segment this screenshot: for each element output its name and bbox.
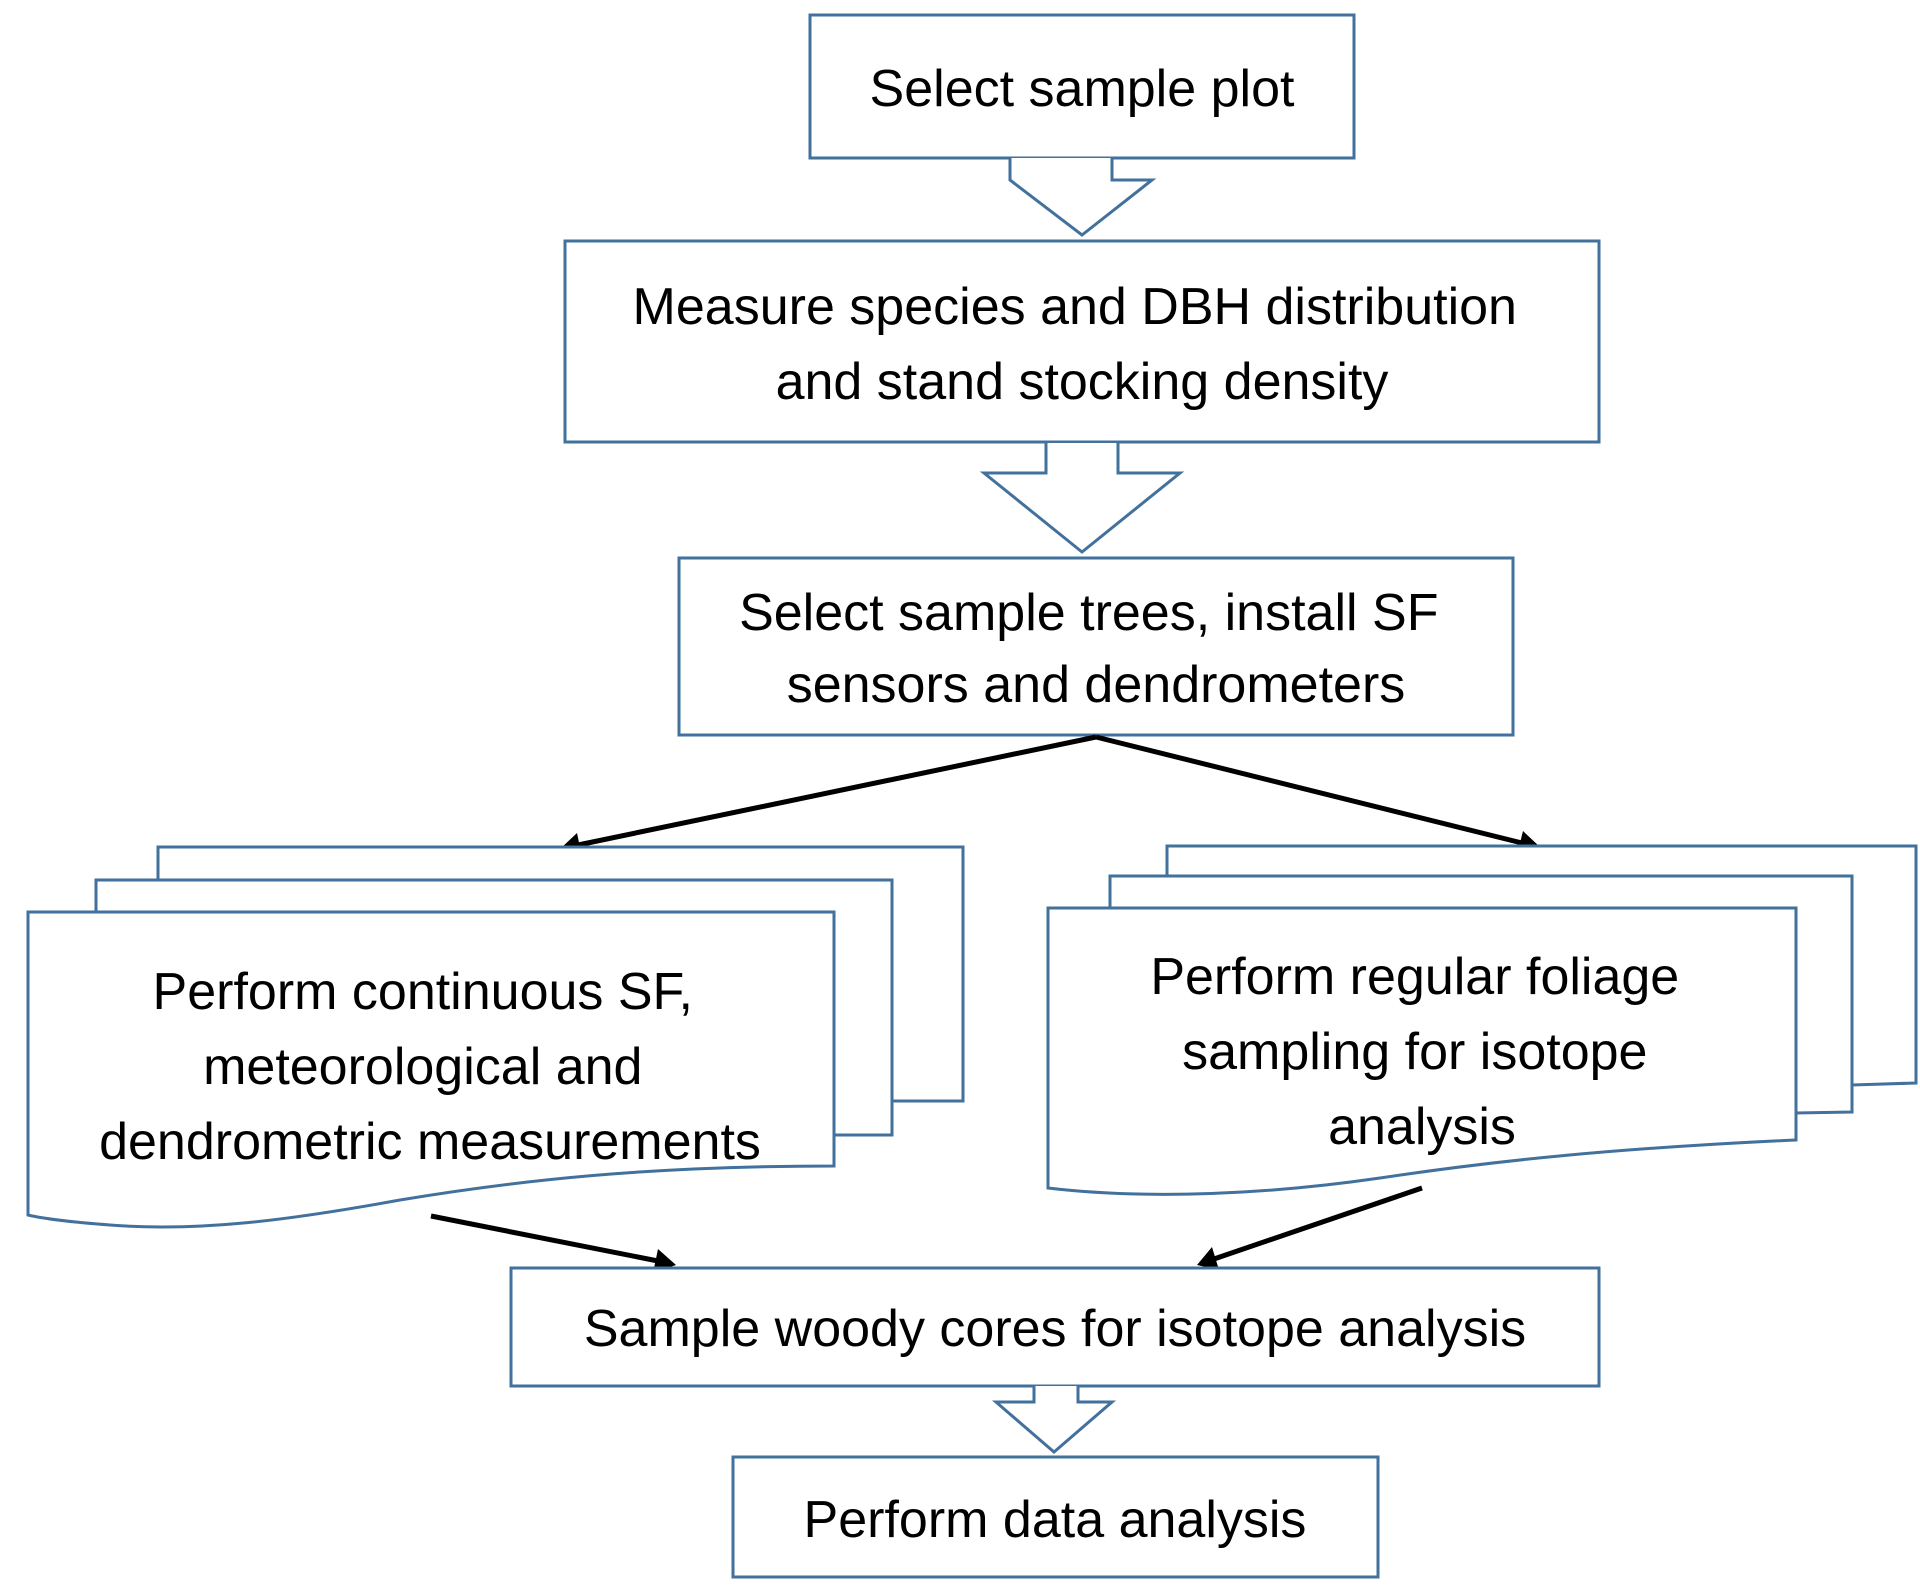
select-trees-text: Select sample trees, install SF sensors … [739, 584, 1453, 714]
woody-cores-text: Sample woody cores for isotope analysis [584, 1300, 1526, 1358]
foliage-line-3: analysis [1328, 1098, 1516, 1156]
hollow-arrow-1 [1008, 158, 1157, 237]
measure-species-text: Measure species and DBH distribution and… [633, 278, 1532, 411]
data-analysis-text: Perform data analysis [804, 1491, 1307, 1549]
data-analysis-line-1: Perform data analysis [804, 1491, 1307, 1549]
select-trees-line-2: sensors and dendrometers [787, 656, 1406, 714]
select-trees-line-1: Select sample trees, install SF [739, 584, 1438, 642]
foliage-sampling-multidoc [1046, 844, 1918, 1196]
hollow-arrow-2 [979, 443, 1185, 554]
hollow-arrow-3 [991, 1386, 1117, 1454]
connector-to-foliage [1095, 734, 1523, 846]
measure-species-box [563, 239, 1601, 444]
woody-cores-line-1: Sample woody cores for isotope analysis [584, 1300, 1526, 1358]
connector-to-continuous [577, 734, 1097, 848]
measure-species-line-1: Measure species and DBH distribution [633, 278, 1517, 336]
continuous-line-1: Perform continuous SF, [153, 963, 693, 1021]
measure-species-line-2: and stand stocking density [776, 353, 1389, 411]
foliage-sampling-text: Perform regular foliage sampling for iso… [1150, 948, 1693, 1156]
doc-front-layer-right [1046, 906, 1798, 1196]
data-analysis-box [731, 1455, 1380, 1579]
connector-from-continuous [430, 1213, 659, 1264]
connector-from-foliage [1213, 1185, 1423, 1262]
select-trees-box [677, 556, 1515, 737]
doc-front-layer-left [26, 910, 836, 1229]
continuous-measurements-text: Perform continuous SF, meteorological an… [99, 963, 761, 1171]
continuous-line-2: meteorological and [203, 1038, 642, 1096]
continuous-measurements-multidoc [26, 845, 965, 1229]
select-plot-line-1: Select sample plot [870, 60, 1295, 118]
continuous-line-3: dendrometric measurements [99, 1113, 761, 1171]
arrowhead-from-foliage [1197, 1247, 1219, 1270]
select-plot-box [808, 13, 1356, 160]
foliage-line-2: sampling for isotope [1182, 1023, 1647, 1081]
foliage-line-1: Perform regular foliage [1150, 948, 1679, 1006]
select-plot-text: Select sample plot [870, 60, 1295, 118]
